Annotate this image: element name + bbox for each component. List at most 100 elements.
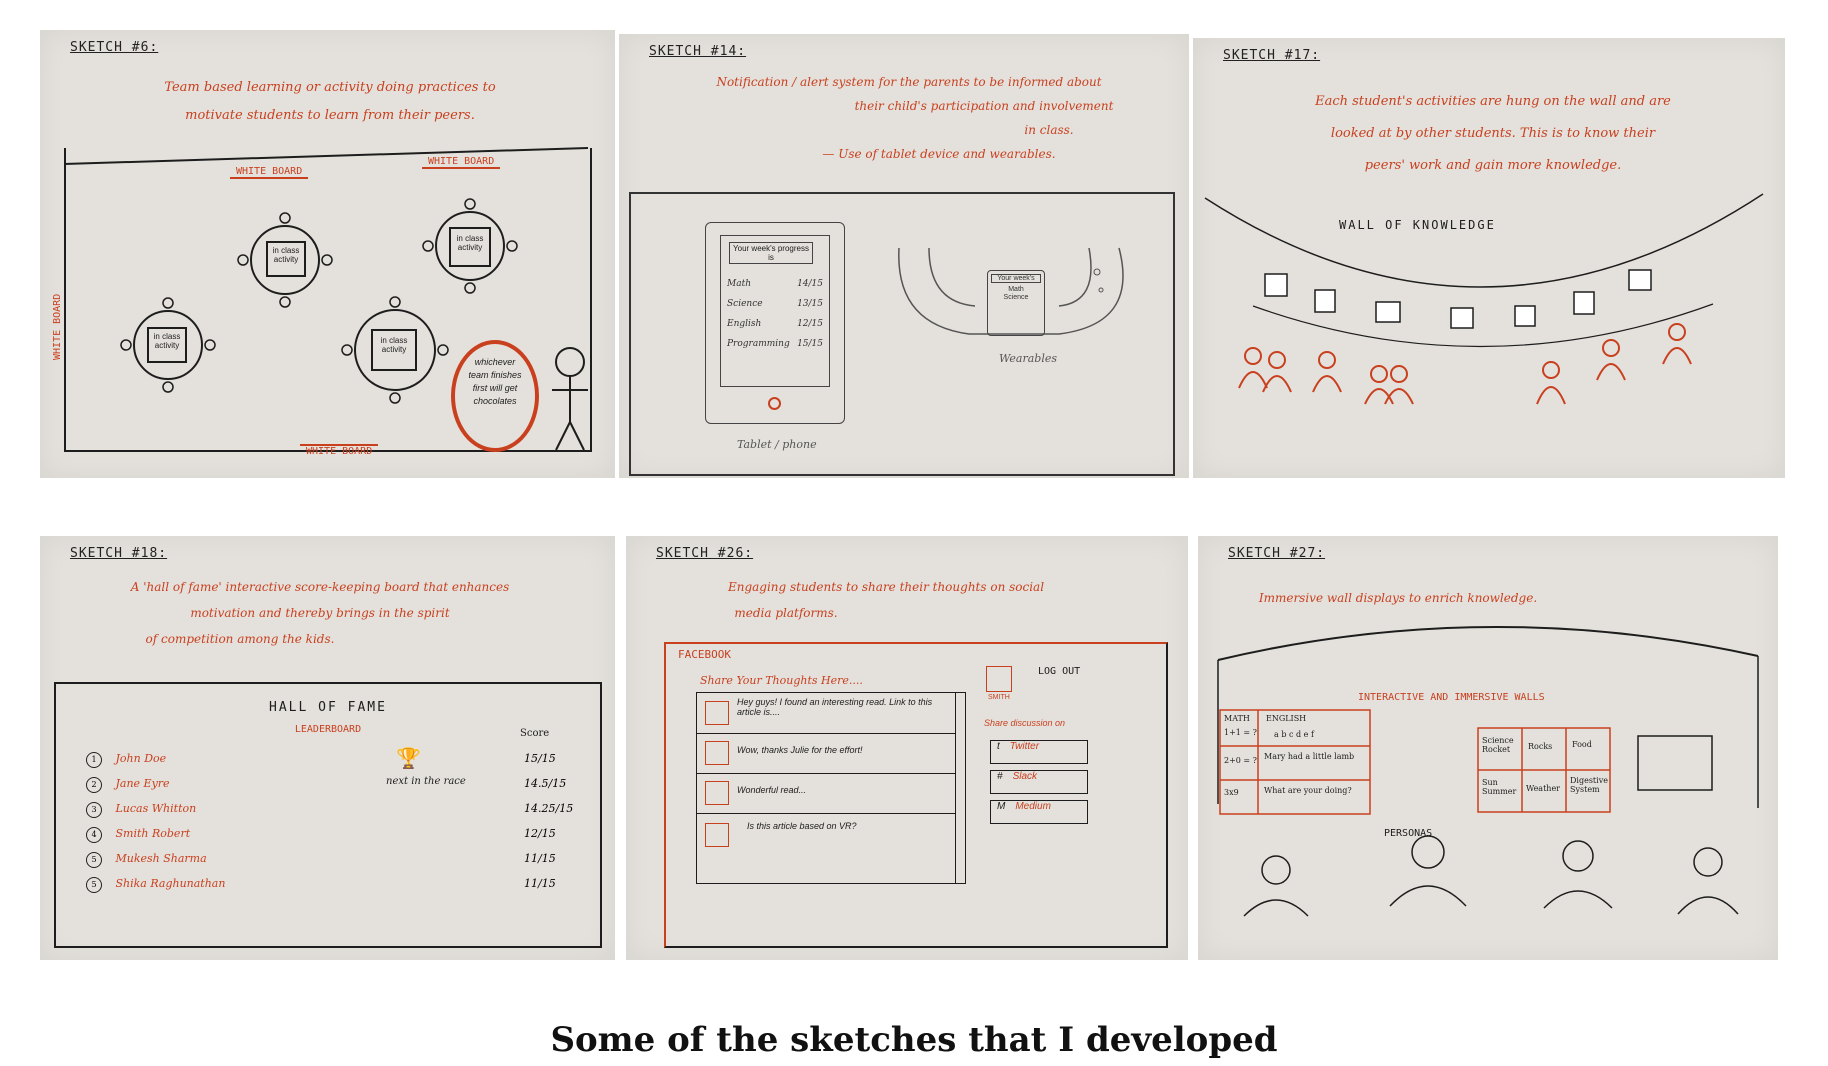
share-on-label: Share discussion on: [984, 718, 1066, 728]
logout-link[interactable]: LOG OUT: [1038, 666, 1081, 677]
sketch-17-panel: SKETCH #17: Each student's activities ar…: [1193, 38, 1785, 478]
leader-row: 5 Mukesh Sharma 11/15: [86, 846, 566, 871]
tablet-list: Math 14/15 Science 13/15 English 12/15 P…: [727, 274, 823, 354]
rank-badge: 2: [86, 777, 102, 793]
caption-line: peers' work and gain more knowledge.: [1364, 158, 1622, 173]
sketch-label: SKETCH #6:: [70, 40, 159, 55]
sketch-caption: Team based learning or activity doing pr…: [100, 74, 560, 130]
tablet-screen: Your week's progress is Math 14/15 Scien…: [720, 235, 830, 387]
tablet-row: Science 13/15: [727, 294, 823, 314]
tablet-row: Programming 15/15: [727, 334, 823, 354]
post-text: Hey guys! I found an interesting read. L…: [737, 697, 933, 717]
tablet-row: English 12/15: [727, 314, 823, 334]
wall-cell: What are your doing?: [1264, 786, 1352, 795]
whiteboard-label: WHITE BOARD: [422, 156, 501, 169]
post-list: Hey guys! I found an interesting read. L…: [696, 692, 966, 884]
table-label: in class activity: [380, 336, 408, 354]
table-label: in class activity: [456, 234, 484, 252]
wearable-line: Math: [1008, 286, 1024, 293]
button-label: Medium: [1015, 801, 1051, 812]
caption-line: their child's participation and involvem…: [854, 99, 1114, 113]
rank-badge: 3: [86, 802, 102, 818]
wall-cell: 2+0 = ?: [1224, 756, 1257, 765]
wearable-line: Your week's: [991, 274, 1041, 283]
sketch-caption: Notification / alert system for the pare…: [659, 70, 1159, 166]
scrollbar[interactable]: [955, 693, 966, 883]
sketch-18-panel: SKETCH #18: A 'hall of fame' interactive…: [40, 536, 615, 960]
caption-line: motivate students to learn from their pe…: [185, 108, 475, 123]
board-subtitle: LEADERBOARD: [294, 724, 362, 735]
button-label: Twitter: [1009, 741, 1040, 752]
leader-name: Jane Eyre: [115, 777, 170, 790]
avatar-icon: [705, 823, 729, 847]
tablet-row: Math 14/15: [727, 274, 823, 294]
table-label: in class activity: [272, 246, 300, 264]
immersive-wall-drawing: [1217, 626, 1759, 917]
rank-badge: 5: [86, 852, 102, 868]
caption-line: in class.: [1024, 123, 1074, 137]
wall-title: INTERACTIVE AND IMMERSIVE WALLS: [1358, 692, 1545, 703]
user-name: SMITH: [988, 694, 1010, 701]
sketch-caption: Each student's activities are hung on th…: [1223, 86, 1763, 182]
wall-cell: a b c d e f: [1274, 730, 1314, 739]
sketch-caption: Engaging students to share their thought…: [676, 574, 1096, 626]
sketch-label: SKETCH #18:: [70, 546, 168, 561]
share-prompt: Share Your Thoughts Here....: [700, 674, 863, 687]
wall-cell: Food: [1572, 740, 1592, 749]
caption-line: Notification / alert system for the pare…: [716, 75, 1102, 89]
caption-line: motivation and thereby brings in the spi…: [190, 606, 450, 620]
slack-button[interactable]: #Slack: [990, 770, 1088, 794]
button-label: Slack: [1012, 771, 1038, 782]
wall-cell: Rocks: [1528, 742, 1553, 751]
leader-name: Mukesh Sharma: [115, 852, 207, 865]
leader-score: 11/15: [524, 852, 556, 865]
leader-row: 2 Jane Eyre 14.5/15: [86, 771, 566, 796]
wearable-drawing: [898, 247, 1124, 335]
avatar-icon: [705, 741, 729, 765]
post-text: Is this article based on VR?: [747, 821, 857, 831]
sketch-caption: A 'hall of fame' interactive score-keepi…: [90, 574, 550, 652]
score: 15/15: [797, 339, 823, 349]
wall-cell: MATH: [1224, 714, 1250, 723]
user-avatar-icon: [986, 666, 1012, 692]
trophy-icon: 🏆: [396, 748, 421, 770]
list-item: Wow, thanks Julie for the effort!: [697, 733, 955, 774]
score: 13/15: [797, 299, 823, 309]
avatar-icon: [705, 701, 729, 725]
sketch-caption: Immersive wall displays to enrich knowle…: [1248, 584, 1548, 612]
facebook-brand: FACEBOOK: [678, 648, 731, 661]
wall-cell: Sun Summer: [1482, 778, 1517, 796]
post-text: Wonderful read...: [737, 785, 807, 795]
score: 14/15: [797, 279, 823, 289]
caption-line: — Use of tablet device and wearables.: [822, 147, 1056, 161]
wall-cell: 3x9: [1224, 788, 1239, 797]
leader-score: 14.5/15: [524, 777, 567, 790]
avatar-icon: [705, 781, 729, 805]
wall-cell: Science Rocket: [1482, 736, 1514, 754]
caption-line: of competition among the kids.: [145, 632, 335, 646]
sketch-26-panel: SKETCH #26: Engaging students to share t…: [626, 536, 1188, 960]
sketch-label: SKETCH #14:: [649, 44, 747, 59]
sketch-label: SKETCH #26:: [656, 546, 754, 561]
wall-cell: Weather: [1526, 784, 1560, 793]
leader-score: 11/15: [524, 877, 556, 890]
leader-name: Shika Raghunathan: [115, 877, 226, 890]
table-label: in class activity: [153, 332, 181, 350]
board-title: HALL OF FAME: [269, 700, 387, 715]
subject: English: [727, 319, 762, 329]
wearable-label: Wearables: [999, 352, 1058, 365]
caption-line: media platforms.: [734, 606, 838, 620]
subject: Programming: [727, 339, 790, 349]
leader-name: John Doe: [115, 752, 167, 765]
list-item: Is this article based on VR?: [697, 813, 955, 863]
caption-line: Immersive wall displays to enrich knowle…: [1258, 591, 1538, 605]
list-item: Hey guys! I found an interesting read. L…: [697, 693, 955, 734]
caption-line: A 'hall of fame' interactive score-keepi…: [130, 580, 510, 594]
